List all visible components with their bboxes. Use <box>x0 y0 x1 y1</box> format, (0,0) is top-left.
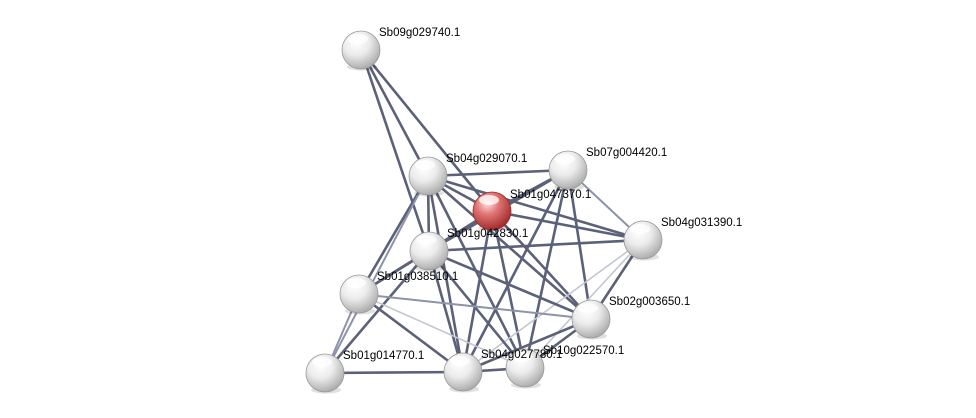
node-label: Sb01g038510.1 <box>377 271 458 283</box>
edge-n7-n10 <box>357 292 465 374</box>
edge-n4-n8 <box>490 209 593 321</box>
node-highlight <box>415 160 435 170</box>
edge-n4-n10 <box>461 209 494 374</box>
node-highlight <box>479 195 499 205</box>
edge-n7-n8 <box>358 293 592 320</box>
edge-n1-n6 <box>359 48 431 253</box>
edge-n2-n7 <box>357 174 430 296</box>
edge-n8-n10 <box>461 317 593 374</box>
node-label: Sb01g042830.1 <box>447 228 528 240</box>
edge-n1-n2 <box>359 48 430 178</box>
edge-n5-n6 <box>427 238 645 253</box>
edge-n2-n9 <box>324 175 429 374</box>
protein-node[interactable] <box>571 299 611 340</box>
edge-n6-n11 <box>427 249 527 370</box>
node-label: Sb01g014770.1 <box>343 350 424 362</box>
node-label: Sb04g027780.1 <box>481 349 562 361</box>
protein-node[interactable] <box>408 156 448 197</box>
protein-node[interactable] <box>548 150 588 191</box>
node-highlight <box>348 34 368 44</box>
nodes-layer <box>305 30 663 394</box>
node-label: Sb04g031390.1 <box>661 217 742 229</box>
protein-node[interactable] <box>339 274 379 315</box>
node-highlight <box>630 224 650 234</box>
edge-n7-n11 <box>358 293 526 369</box>
node-label: Sb04g029070.1 <box>446 153 527 165</box>
node-highlight <box>578 303 598 313</box>
node-highlight <box>555 154 575 164</box>
node-highlight <box>346 278 366 288</box>
node-label: Sb10g022570.1 <box>543 345 624 357</box>
edge-n6-n8 <box>427 249 593 321</box>
edge-n2-n10 <box>426 174 465 374</box>
protein-node[interactable] <box>443 352 483 393</box>
protein-node[interactable] <box>341 30 381 71</box>
edge-n5-n10 <box>462 239 644 373</box>
node-highlight <box>450 356 470 366</box>
edge-n4-n5 <box>490 209 645 242</box>
edge-n1-n4 <box>359 48 494 213</box>
edge-n4-n11 <box>490 209 527 370</box>
edge-n6-n10 <box>427 249 465 374</box>
protein-node[interactable] <box>505 348 545 389</box>
edge-n6-n9 <box>323 249 431 375</box>
protein-node[interactable] <box>623 220 663 261</box>
edge-n9-n10 <box>323 370 465 375</box>
protein-node[interactable] <box>305 353 345 394</box>
node-label: Sb09g029740.1 <box>379 27 460 39</box>
query-protein-node[interactable] <box>472 191 512 232</box>
node-label: Sb07g004420.1 <box>586 147 667 159</box>
node-label: Sb01g047370.1 <box>510 189 591 201</box>
edge-n2-n5 <box>426 174 645 242</box>
edge-n2-n3 <box>426 168 570 178</box>
node-label: Sb02g003650.1 <box>609 296 690 308</box>
node-highlight <box>512 352 532 362</box>
edge-n3-n10 <box>461 168 570 374</box>
node-highlight <box>416 235 436 245</box>
protein-node[interactable] <box>409 231 449 272</box>
node-highlight <box>312 357 332 367</box>
